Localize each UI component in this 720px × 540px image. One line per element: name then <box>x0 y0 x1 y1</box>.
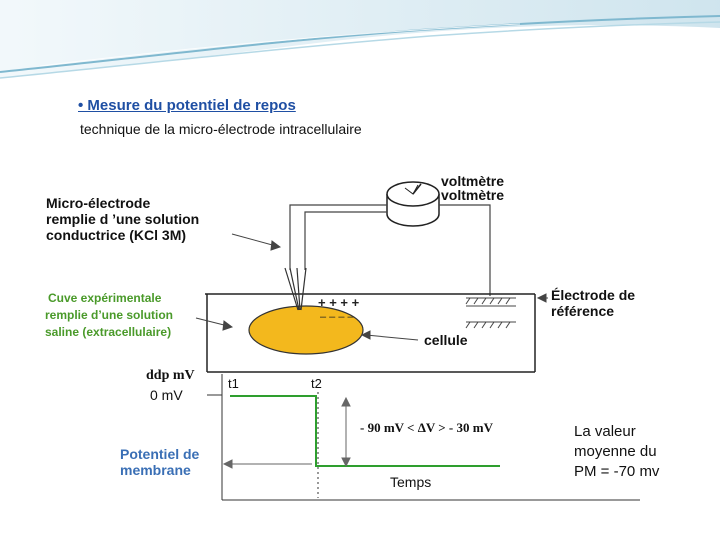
tank-label-1: Cuve expérimentale <box>48 291 162 305</box>
graph-axes <box>207 374 640 501</box>
membrane-label-2: membrane <box>120 462 191 478</box>
voltmeter-icon <box>386 181 440 227</box>
voltmeter-label-2: voltmètre <box>441 187 505 203</box>
reference-label-1: Électrode de <box>551 287 636 303</box>
potential-trace <box>230 395 500 467</box>
note-line-2: moyenne du <box>574 443 657 460</box>
micro-electrode-icon <box>284 267 307 311</box>
average-value-note: La valeur moyenne du PM = -70 mv <box>570 420 696 484</box>
experimental-tank <box>205 293 536 373</box>
note-line-1: La valeur <box>574 423 636 440</box>
slide-title: • Mesure du potentiel de repos <box>78 97 296 114</box>
minus-signs: – – – – <box>320 311 354 323</box>
graph-xlabel: Temps <box>390 474 432 490</box>
reference-label-2: référence <box>551 303 615 319</box>
cell-shape <box>248 305 364 355</box>
electrode-label-1: Micro-électrode <box>46 195 151 211</box>
tank-label-2: remplie d’une solution <box>45 308 174 322</box>
graph-delta-label: - 90 mV < ΔV > - 30 mV <box>360 420 493 435</box>
electrode-label-2: remplie d ’une solution <box>46 211 200 227</box>
graph-t2-label: t2 <box>311 376 322 391</box>
electrode-label-3: conductrice (KCl 3M) <box>46 227 187 243</box>
voltmeter-label-1: voltmètre <box>441 173 505 189</box>
graph-t1-label: t1 <box>228 376 239 391</box>
cell-label: cellule <box>424 332 468 348</box>
graph-zero-label: 0 mV <box>150 387 183 403</box>
plus-signs: + + + + <box>318 295 360 310</box>
reference-electrode-ground-icon <box>465 297 516 329</box>
membrane-label-1: Potentiel de <box>120 446 200 462</box>
slide-subtitle: technique de la micro-électrode intracel… <box>80 121 362 137</box>
note-line-3: PM = -70 mv <box>574 463 660 480</box>
slide-header-decoration <box>0 0 720 79</box>
tank-label-3: saline (extracellulaire) <box>45 325 172 339</box>
graph-ylabel: ddp mV <box>146 368 195 383</box>
delta-arrow <box>341 396 351 468</box>
